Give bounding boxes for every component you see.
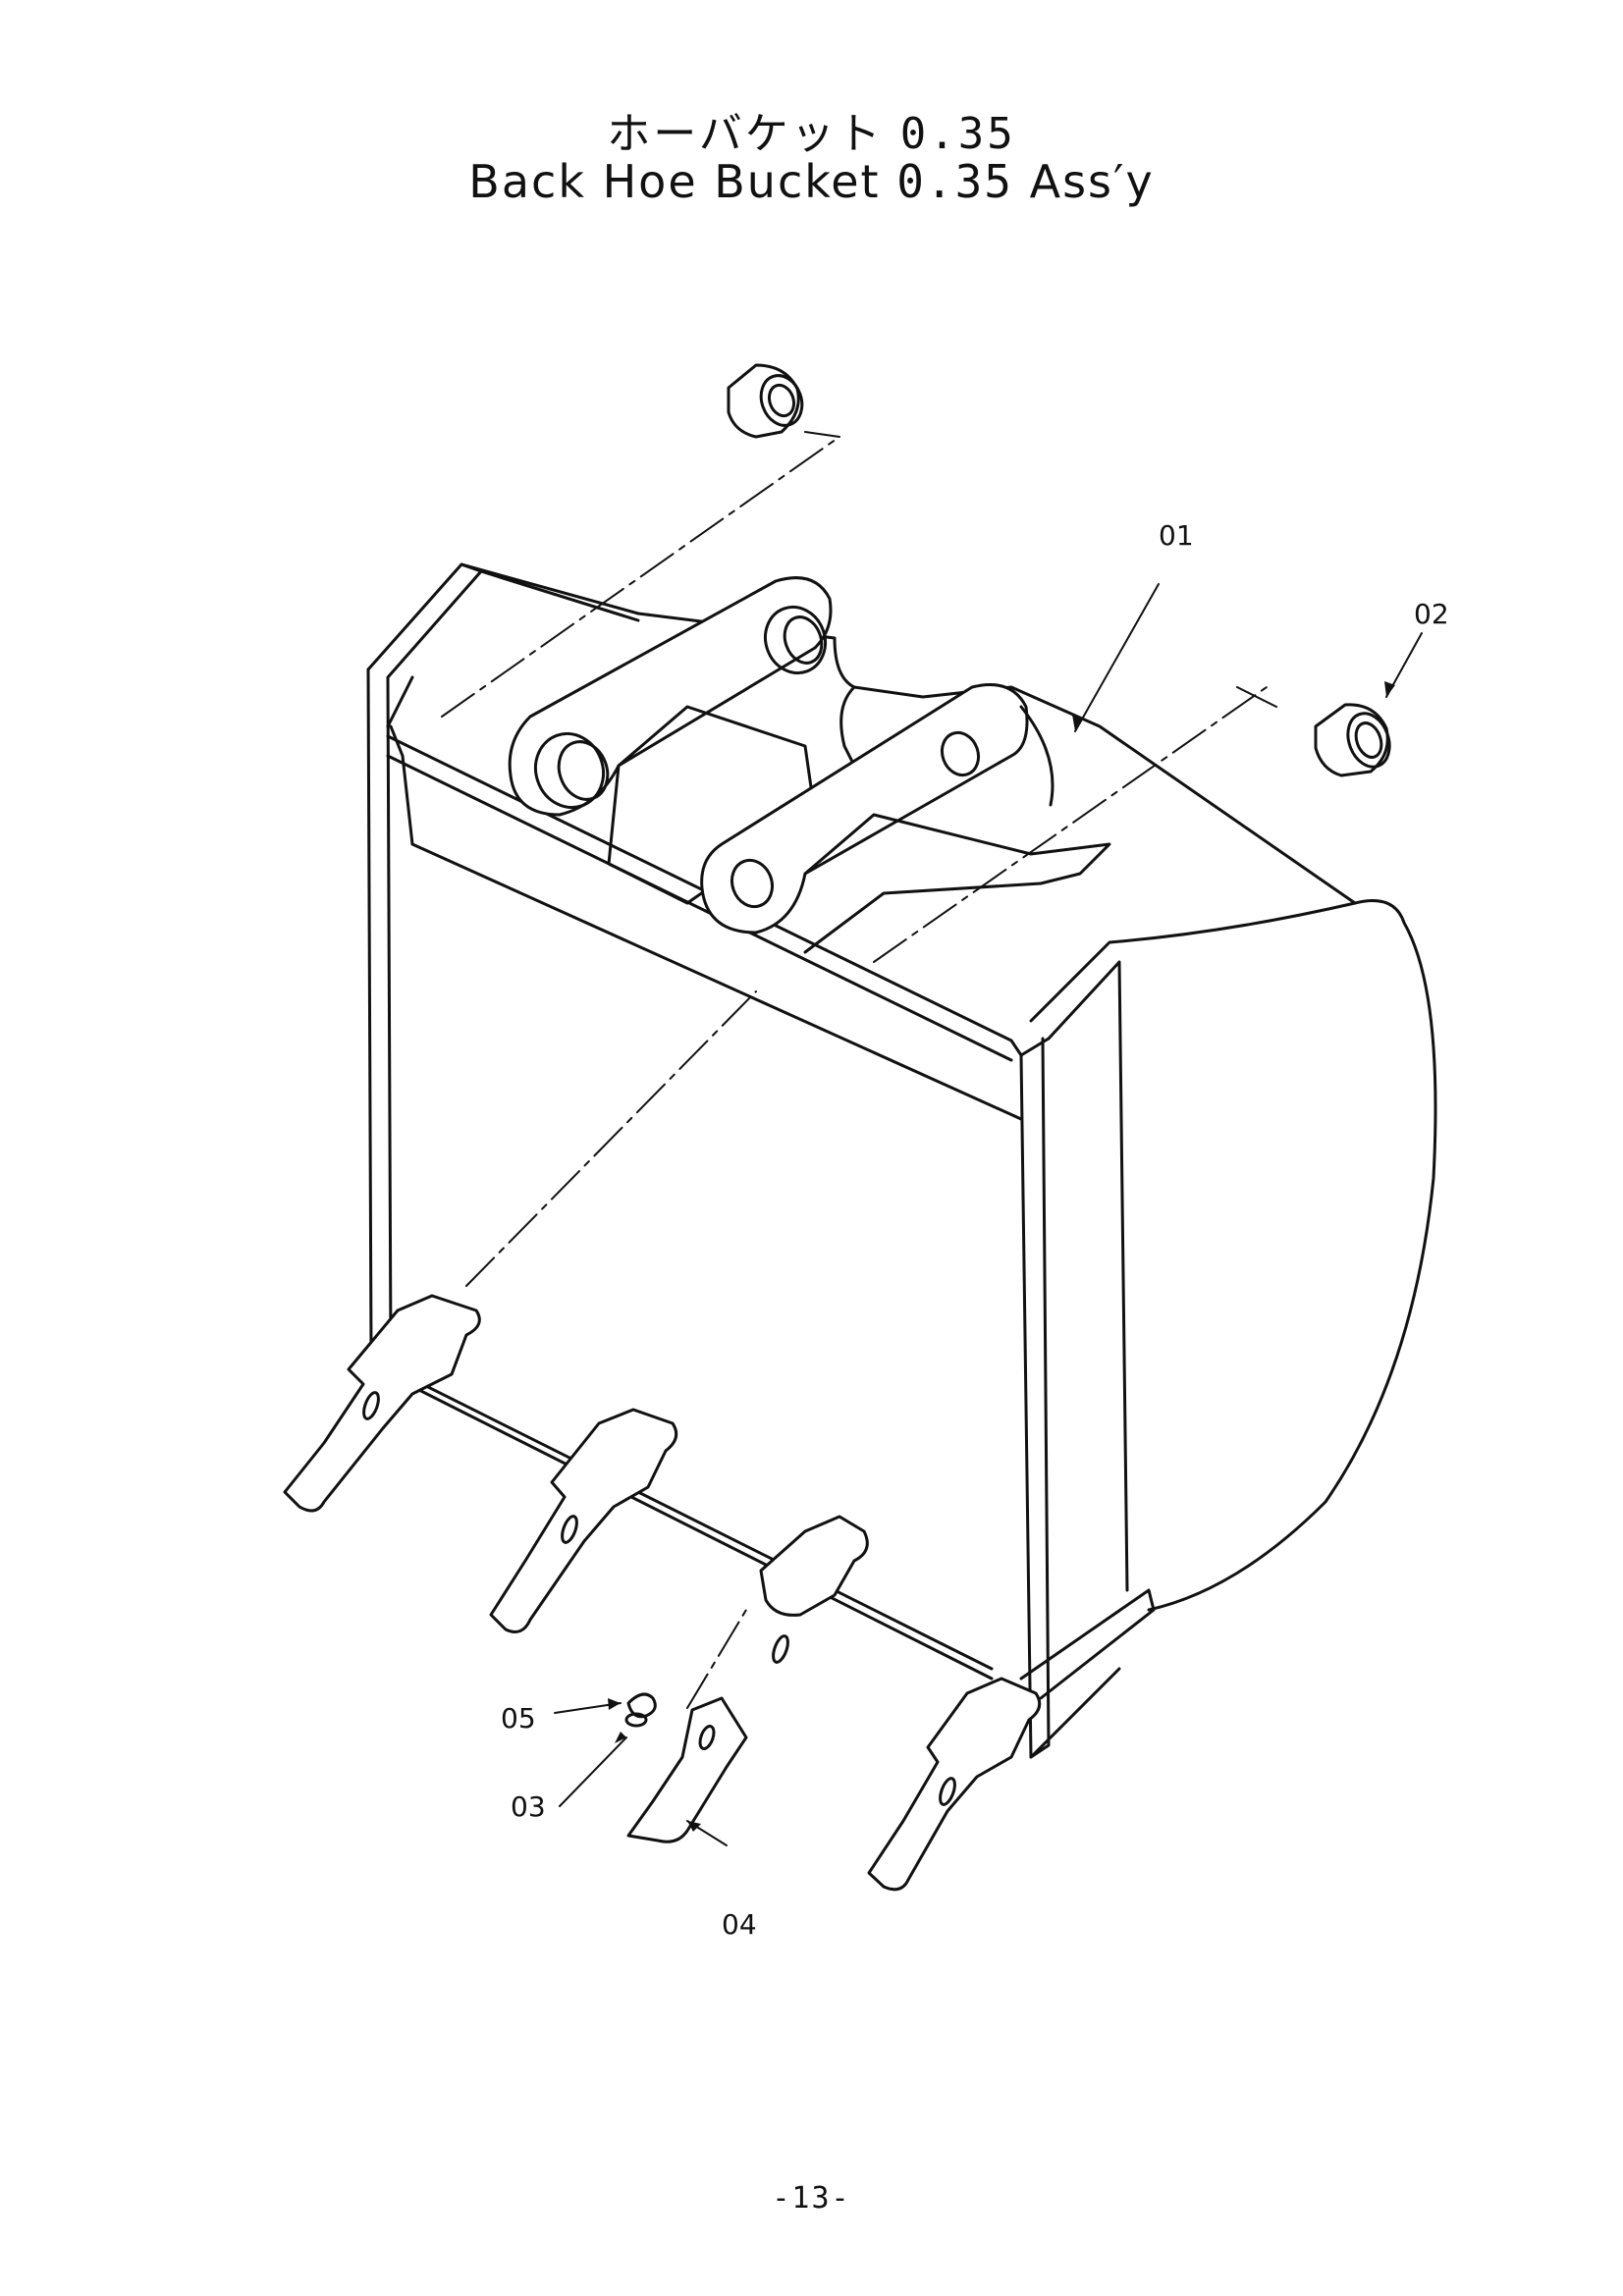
tooth-2 — [489, 1408, 678, 1633]
leader-arrows — [608, 681, 1395, 1832]
title-jp-number: 0.35 — [899, 109, 1016, 159]
title-en-text: Back Hoe Bucket — [468, 155, 881, 208]
tooth-3-adapter — [759, 1515, 869, 1664]
tooth-1 — [283, 1294, 481, 1513]
title-japanese: ホーバケット 0.35 — [0, 98, 1623, 161]
bucket-lip — [391, 1367, 1156, 1700]
bushing-02 — [1314, 703, 1391, 777]
bucket-top-plate — [386, 612, 1357, 1121]
callout-05: 05 — [501, 1702, 536, 1735]
centerlines — [441, 436, 1268, 1709]
bucket-right-side — [1019, 899, 1437, 1759]
centerline-ticks — [804, 431, 1277, 708]
bushing-left — [727, 363, 804, 439]
bracket-left — [508, 576, 833, 905]
lock-03 — [624, 1712, 648, 1728]
tooth-point-04 — [626, 1696, 748, 1843]
tooth-4 — [867, 1677, 1042, 1892]
callout-03: 03 — [511, 1790, 546, 1823]
bracket-right — [700, 683, 1111, 954]
page-number: -13- — [772, 2181, 851, 2216]
callout-01: 01 — [1159, 519, 1194, 552]
title-en-suffix: Ass′y — [1029, 155, 1155, 208]
title-en-number: 0.35 — [896, 155, 1013, 208]
title-english: Back Hoe Bucket 0.35 Ass′y — [0, 155, 1623, 208]
callout-02: 02 — [1414, 598, 1449, 630]
leader-lines — [554, 583, 1423, 1846]
callout-04: 04 — [722, 1908, 757, 1941]
title-jp-text: ホーバケット — [607, 109, 884, 159]
